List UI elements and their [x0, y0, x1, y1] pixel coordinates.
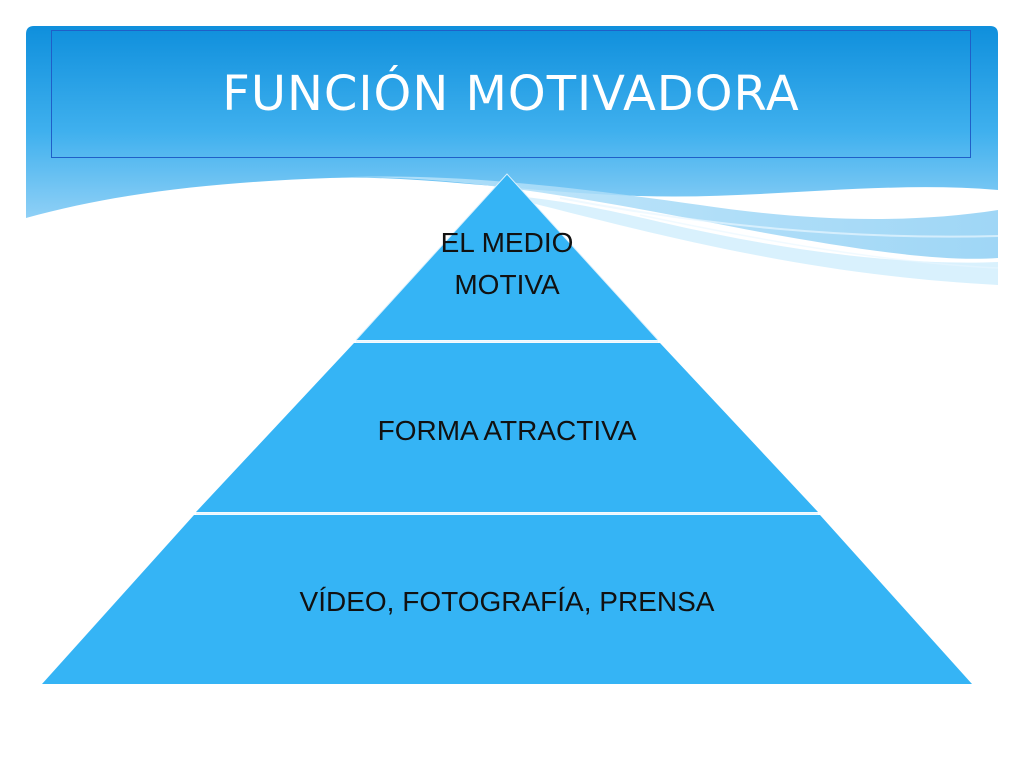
pyramid-level-top-label-line-1: EL MEDIO: [441, 227, 574, 258]
header-wave-1: [330, 176, 998, 259]
pyramid-level-middle: [196, 343, 818, 512]
slide-title: FUNCIÓN MOTIVADORA: [222, 66, 800, 122]
title-box: FUNCIÓN MOTIVADORA: [51, 30, 971, 158]
pyramid-apex-outline: [355, 173, 659, 341]
pyramid-level-top-label-line-2: MOTIVA: [454, 269, 560, 300]
header-wave-2: [500, 195, 998, 285]
header-wave-line: [559, 197, 999, 238]
pyramid-level-middle-label: FORMA ATRACTIVA: [378, 415, 637, 446]
pyramid-level-top: [356, 174, 658, 340]
header-band: [26, 26, 998, 218]
header-background: [26, 26, 999, 285]
header-wave-line-2: [639, 214, 999, 269]
pyramid-level-bottom-label: VÍDEO, FOTOGRAFÍA, PRENSA: [300, 586, 715, 617]
pyramid-level-bottom: [42, 515, 972, 684]
